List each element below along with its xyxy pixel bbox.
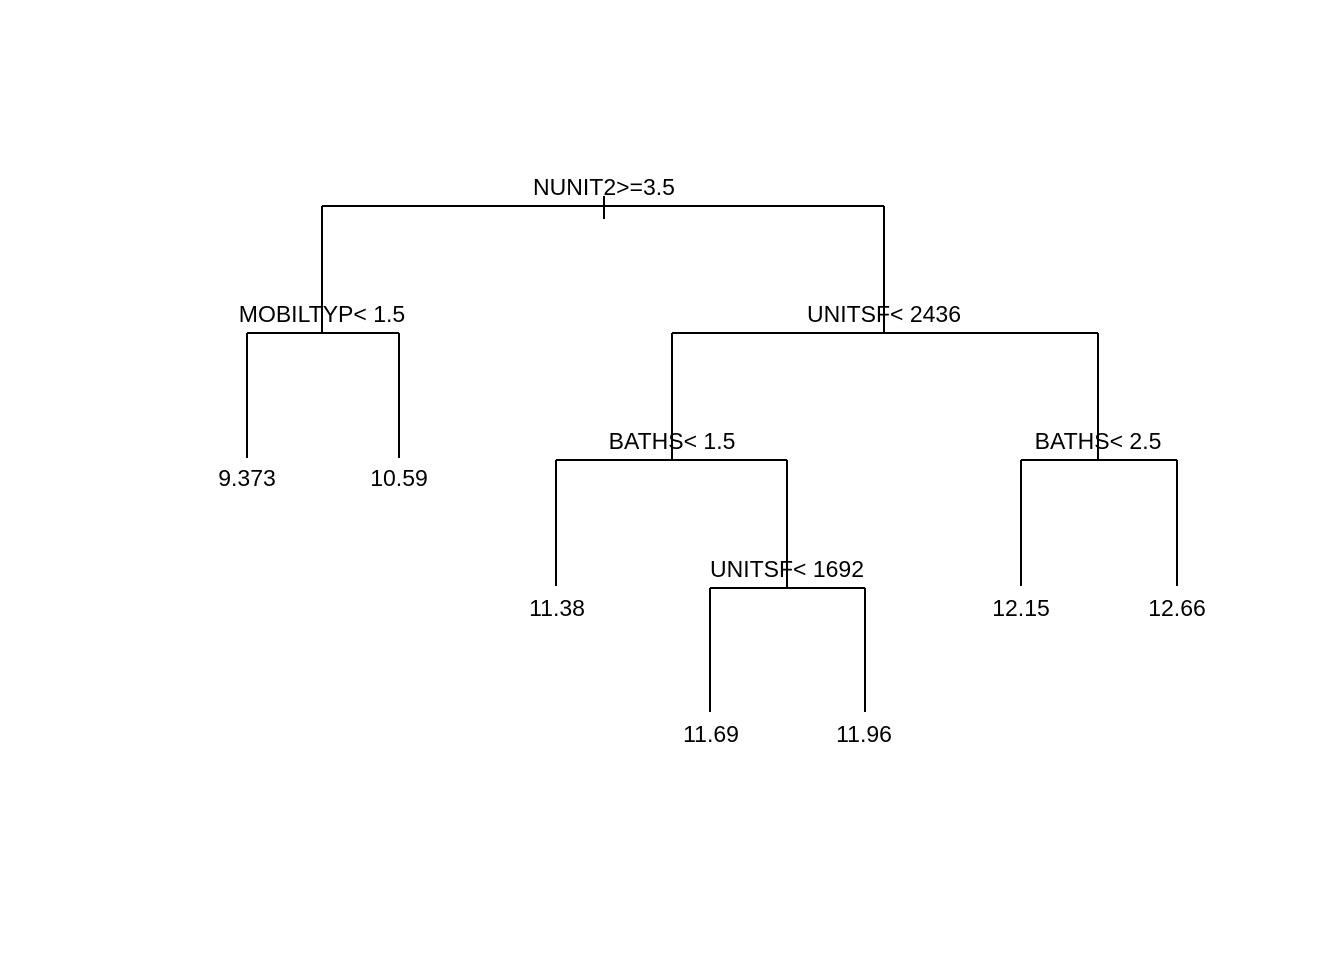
split-label-unitsf1692: UNITSF< 1692 [710, 556, 864, 582]
split-label-unitsf2436: UNITSF< 2436 [807, 301, 961, 327]
leaf-label-1215: 12.15 [992, 595, 1050, 621]
leaf-label-9373: 9.373 [218, 465, 276, 491]
split-label-nunit2: NUNIT2>=3.5 [533, 174, 675, 200]
leaf-label-1059: 10.59 [370, 465, 428, 491]
leaf-label-1169: 11.69 [683, 721, 739, 747]
split-label-baths15: BATHS< 1.5 [609, 428, 736, 454]
leaf-label-1138: 11.38 [529, 595, 585, 621]
split-label-mobiltyp: MOBILTYP< 1.5 [239, 301, 405, 327]
leaf-label-1196: 11.96 [836, 721, 892, 747]
leaf-label-1266: 12.66 [1148, 595, 1206, 621]
split-label-baths25: BATHS< 2.5 [1035, 428, 1162, 454]
